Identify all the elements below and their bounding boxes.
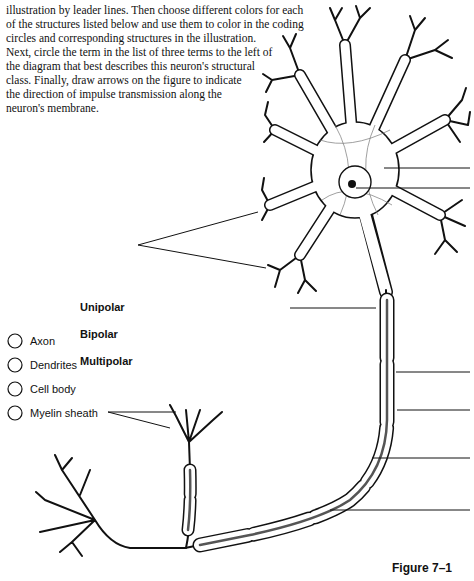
- text-wrap-spacer: [276, 31, 356, 73]
- text-wrap-spacer: [256, 73, 356, 333]
- structure-label: Axon: [30, 335, 55, 347]
- nucleus: [339, 166, 371, 198]
- coding-circle: [8, 334, 22, 348]
- figure-caption: Figure 7–1: [392, 561, 452, 575]
- coding-circle: [8, 406, 22, 420]
- axon: [36, 290, 387, 556]
- class-term: Bipolar: [80, 328, 118, 340]
- dendrite-branches: [262, 6, 470, 293]
- coding-circle: [8, 358, 22, 372]
- structure-label: Dendrites: [30, 359, 77, 371]
- instruction-text: illustration by leader lines. Then choos…: [6, 3, 356, 333]
- neurofibrils: [320, 125, 392, 215]
- structure-label: Myelin sheath: [30, 407, 98, 419]
- class-term: Unipolar: [80, 301, 125, 313]
- class-term: Multipolar: [80, 355, 133, 367]
- coding-circle: [8, 382, 22, 396]
- text-wrap-spacer: [306, 3, 356, 31]
- leader-lines: [108, 168, 470, 510]
- structure-label: Cell body: [30, 383, 76, 395]
- nucleolus: [348, 180, 356, 188]
